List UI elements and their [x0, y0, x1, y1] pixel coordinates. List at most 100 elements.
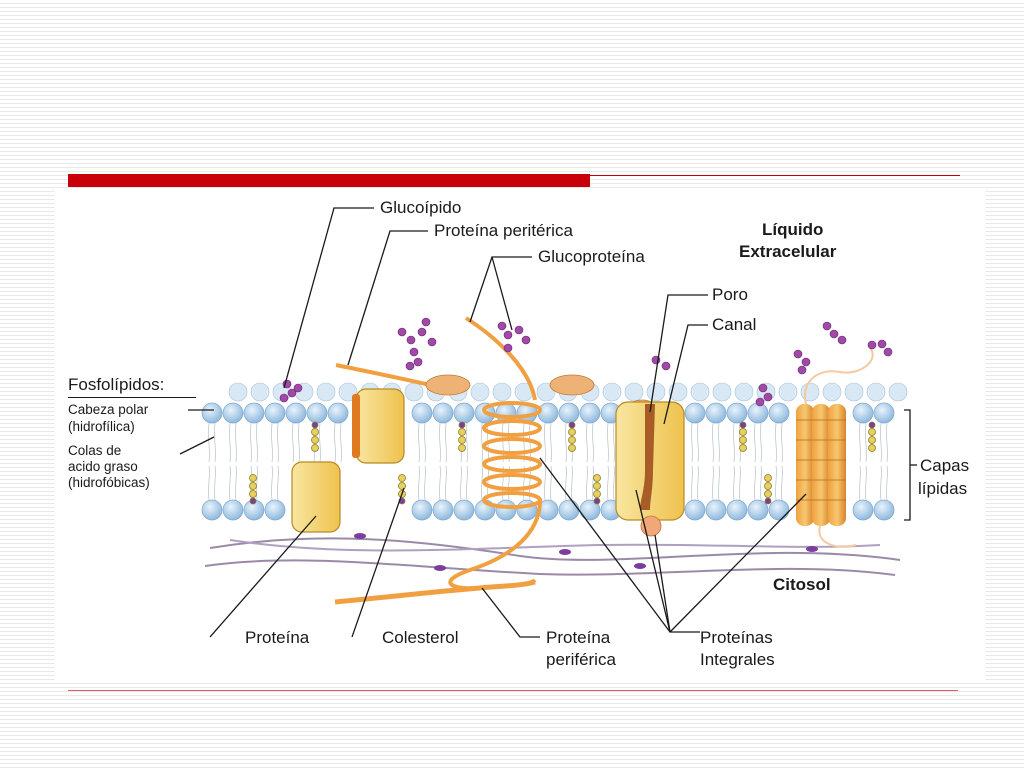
phospholipid-head-back	[404, 382, 424, 402]
label-lipidas: lípidas	[918, 479, 968, 498]
phospholipid-head	[537, 402, 559, 424]
fosfolipidos-underline	[68, 397, 196, 398]
phospholipid-head	[201, 499, 223, 521]
label-hidrofilica: (hidrofílica)	[68, 419, 135, 434]
phospholipid-head	[432, 402, 454, 424]
fatty-acid-tail	[691, 422, 699, 463]
label-liquido: Líquido	[762, 220, 824, 239]
label-cabeza-polar: Cabeza polar	[68, 402, 149, 417]
fatty-acid-tail	[691, 465, 699, 501]
fatty-acid-tail	[439, 422, 447, 463]
phospholipid-head-back	[888, 382, 908, 402]
phospholipid-head-back	[690, 382, 710, 402]
carbohydrate-chains	[279, 317, 893, 407]
phospholipid-head	[747, 402, 769, 424]
fatty-acid-tails	[208, 422, 888, 501]
fatty-acid-tail	[775, 422, 783, 463]
phospholipid-head	[201, 402, 223, 424]
fatty-acid-tail	[586, 465, 594, 501]
peripheral-protein-top	[335, 363, 431, 464]
fatty-acid-tail	[712, 422, 720, 463]
title-accent-bar	[68, 174, 590, 187]
label-poro: Poro	[712, 285, 748, 304]
phospholipid-head	[495, 499, 517, 521]
phospholipid-head	[243, 402, 265, 424]
label-colesterol: Colesterol	[382, 628, 459, 647]
phospholipid-head	[852, 499, 874, 521]
fatty-acid-tail	[733, 465, 741, 501]
phospholipid-head-back	[624, 382, 644, 402]
fatty-acid-tail	[229, 422, 237, 463]
phospholipid-head	[873, 402, 895, 424]
fatty-acid-tail	[859, 422, 867, 463]
phospholipid-head	[411, 402, 433, 424]
phospholipid-head	[684, 402, 706, 424]
fatty-acid-tail	[712, 465, 720, 501]
fatty-acid-tail	[775, 465, 783, 501]
phospholipid-head	[285, 402, 307, 424]
label-citosol: Citosol	[773, 575, 831, 594]
title-accent-line	[590, 175, 960, 176]
fatty-acid-tail	[607, 422, 615, 463]
cytoskeleton-nodes	[354, 533, 818, 571]
phospholipid-head	[306, 402, 328, 424]
phospholipid-head	[222, 499, 244, 521]
phospholipid-head-back	[844, 382, 864, 402]
fatty-acid-tail	[880, 422, 888, 463]
phospholipid-head	[222, 402, 244, 424]
phospholipid-heads-outer	[201, 382, 908, 424]
phospholipid-head	[579, 499, 601, 521]
fatty-acid-tail	[271, 465, 279, 501]
integral-channel-protein-right	[796, 347, 874, 548]
fatty-acid-tail	[271, 422, 279, 463]
phospholipid-head	[411, 499, 433, 521]
label-glucoproteina: Glucoproteína	[538, 247, 645, 266]
phospholipid-head-back	[646, 382, 666, 402]
phospholipid-head	[873, 499, 895, 521]
fatty-acid-tail	[292, 422, 300, 463]
phospholipid-head	[747, 499, 769, 521]
fatty-acid-tail	[208, 422, 216, 463]
label-hidrofobicas: (hidrofóbicas)	[68, 475, 150, 490]
phospholipid-head-back	[470, 382, 490, 402]
fatty-acid-tail	[208, 465, 216, 501]
phospholipid-head	[453, 499, 475, 521]
fatty-acid-tail	[544, 422, 552, 463]
fatty-acid-tail	[439, 465, 447, 501]
phospholipid-head-back	[316, 382, 336, 402]
phospholipid-head	[264, 402, 286, 424]
fatty-acid-tail	[754, 465, 762, 501]
label-proteina: Proteína	[245, 628, 310, 647]
label-proteina-periferica-line1: Proteína	[546, 628, 611, 647]
phospholipid-head	[768, 499, 790, 521]
phospholipid-head	[579, 402, 601, 424]
phospholipid-head-back	[866, 382, 886, 402]
fatty-acid-tail	[565, 465, 573, 501]
fatty-acid-tail	[460, 465, 468, 501]
phospholipid-head-back	[250, 382, 270, 402]
label-capas: Capas	[920, 456, 970, 475]
fatty-acid-tail	[250, 422, 258, 463]
fatty-acid-tail	[334, 422, 342, 463]
fatty-acid-tail	[418, 465, 426, 501]
phospholipid-head-back	[822, 382, 842, 402]
label-glucolipido: Glucoípido	[380, 198, 462, 217]
cholesterol-molecules	[249, 421, 876, 505]
fatty-acid-tail	[880, 465, 888, 501]
phospholipid-head	[327, 402, 349, 424]
phospholipid-head-back	[800, 382, 820, 402]
footer-accent-line	[68, 690, 958, 691]
phospholipid-head	[768, 402, 790, 424]
phospholipid-head	[558, 402, 580, 424]
leader-lines	[179, 207, 917, 638]
label-proteinas-integrales-line1: Proteínas	[700, 628, 773, 647]
phospholipid-head-back	[778, 382, 798, 402]
phospholipid-head-back	[492, 382, 512, 402]
fatty-acid-tail	[229, 465, 237, 501]
fatty-acid-tail	[607, 465, 615, 501]
peripheral-blobs	[425, 374, 657, 417]
phospholipid-head-back	[712, 382, 732, 402]
phospholipid-head	[726, 499, 748, 521]
label-fosfolipidos: Fosfolípidos:	[68, 375, 165, 394]
fatty-acid-tail	[544, 465, 552, 501]
